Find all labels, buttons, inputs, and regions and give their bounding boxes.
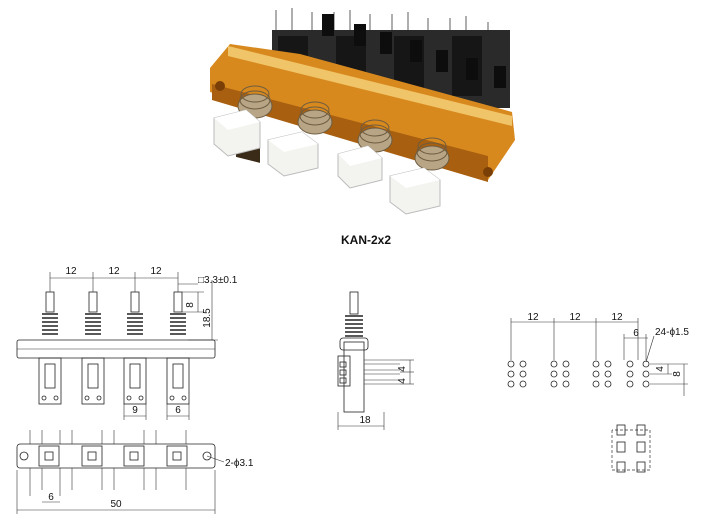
pcb-row-b: 8 (672, 371, 683, 377)
mount-hole-label: 2-ϕ3.1 (225, 458, 254, 469)
pcb-holes (507, 360, 650, 388)
bottom-actuators (38, 445, 188, 467)
pcb-pitch-3: 12 (611, 312, 623, 323)
pcb-pitch-1: 12 (527, 312, 539, 323)
front-switch-bodies (38, 357, 190, 405)
side-view: 4 4 18 (337, 291, 414, 430)
bottom-view: 2-ϕ3.1 6 50 (16, 430, 254, 514)
front-spacing-b: 6 (175, 405, 181, 416)
front-plungers (42, 291, 186, 335)
pcb-sub-pitch: 6 (633, 328, 639, 339)
bottom-length: 50 (110, 499, 122, 510)
front-pitch-2: 12 (108, 266, 120, 277)
front-view: 12 12 12 □3.3±0.1 8 18.5 (16, 266, 238, 420)
mount-hole-left (19, 451, 29, 461)
pcb-pitch-2: 12 (569, 312, 581, 323)
bottom-pin-pitch: 6 (48, 492, 54, 503)
pcb-cutout-detail (611, 424, 651, 473)
square-size-label: □3.3±0.1 (198, 275, 238, 286)
bottom-frame-bar (16, 443, 216, 469)
front-spacing-a: 9 (132, 405, 138, 416)
side-pin-a: 4 (397, 366, 408, 372)
product-title: KAN-2x2 (341, 233, 391, 247)
front-height-small: 8 (185, 302, 196, 308)
mount-hole-right (202, 451, 212, 461)
front-pitch-1: 12 (65, 266, 77, 277)
push-buttons (213, 85, 450, 215)
pcb-hole-label: 24-ϕ1.5 (655, 327, 689, 338)
pcb-row-a: 4 (655, 366, 666, 372)
pcb-layout: 12 12 12 6 24-ϕ1.5 4 8 (507, 312, 689, 473)
front-pitch-3: 12 (150, 266, 162, 277)
switch-bodies (272, 8, 510, 108)
side-width: 18 (359, 415, 371, 426)
front-height-total: 18.5 (202, 308, 213, 328)
product-photo (210, 8, 515, 215)
side-pin-b: 4 (397, 378, 408, 384)
